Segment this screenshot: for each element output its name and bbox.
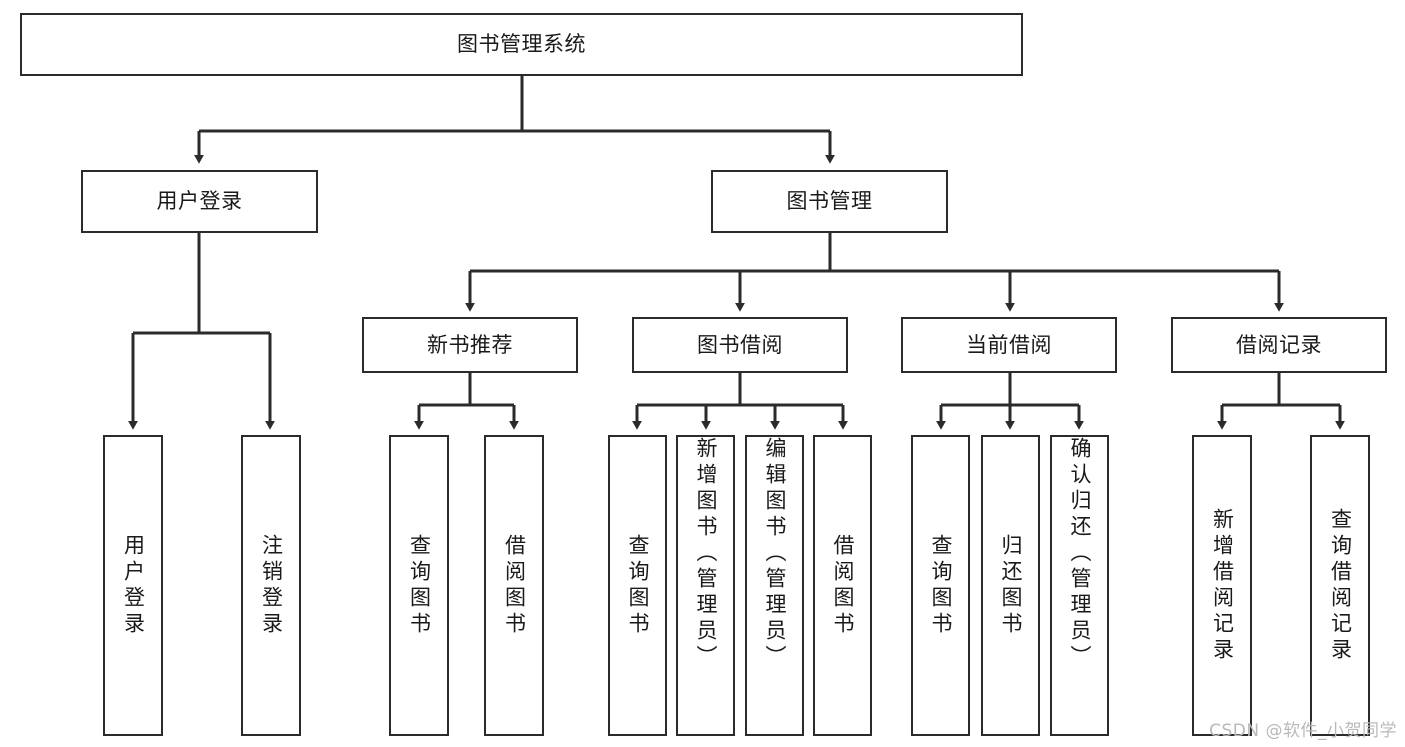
node-root-book-management-system[interactable]: 图书管理系统 (20, 13, 1023, 76)
leaf-label: 借阅图书 (831, 533, 855, 638)
node-user-login[interactable]: 用户登录 (81, 170, 318, 233)
leaf-label: 查询图书 (626, 533, 650, 638)
leaf-current-borrow-return-book[interactable]: 归还图书 (981, 435, 1040, 736)
node-book-management[interactable]: 图书管理 (711, 170, 948, 233)
leaf-label: 归还图书 (999, 533, 1023, 638)
leaf-borrow-record-query-record[interactable]: 查询借阅记录 (1310, 435, 1370, 736)
leaf-label: 查询借阅记录 (1328, 507, 1353, 664)
node-current-borrow[interactable]: 当前借阅 (901, 317, 1117, 373)
leaf-label: 新增图书（管理员） (694, 437, 718, 671)
leaf-label: 确认归还（管理员） (1068, 437, 1092, 671)
node-book-borrow[interactable]: 图书借阅 (632, 317, 848, 373)
leaf-current-borrow-confirm-return-admin[interactable]: 确认归还（管理员） (1050, 435, 1109, 736)
leaf-new-book-rec-borrow-book[interactable]: 借阅图书 (484, 435, 544, 736)
leaf-user-login-login[interactable]: 用户登录 (103, 435, 163, 736)
leaf-book-borrow-query-book[interactable]: 查询图书 (608, 435, 667, 736)
leaf-label: 新增借阅记录 (1210, 507, 1235, 664)
leaf-label: 查询图书 (407, 533, 432, 638)
leaf-borrow-record-add-record[interactable]: 新增借阅记录 (1192, 435, 1252, 736)
leaf-label: 注销登录 (259, 533, 284, 638)
leaf-current-borrow-query-book[interactable]: 查询图书 (911, 435, 970, 736)
leaf-label: 用户登录 (121, 533, 146, 638)
leaf-user-login-logout[interactable]: 注销登录 (241, 435, 301, 736)
node-new-book-recommendation[interactable]: 新书推荐 (362, 317, 578, 373)
node-current-borrow-label: 当前借阅 (966, 332, 1052, 357)
node-book-management-label: 图书管理 (786, 189, 873, 214)
node-new-book-recommendation-label: 新书推荐 (427, 332, 513, 357)
node-root-label: 图书管理系统 (457, 32, 586, 57)
node-borrow-record-label: 借阅记录 (1236, 332, 1322, 357)
node-borrow-record[interactable]: 借阅记录 (1171, 317, 1387, 373)
leaf-label: 编辑图书（管理员） (763, 437, 787, 671)
leaf-label: 借阅图书 (502, 533, 527, 638)
node-user-login-label: 用户登录 (156, 189, 243, 214)
leaf-label: 查询图书 (929, 533, 953, 638)
leaf-book-borrow-borrow-book[interactable]: 借阅图书 (813, 435, 872, 736)
leaf-book-borrow-add-book-admin[interactable]: 新增图书（管理员） (676, 435, 735, 736)
node-book-borrow-label: 图书借阅 (697, 332, 783, 357)
leaf-new-book-rec-query-book[interactable]: 查询图书 (389, 435, 449, 736)
leaf-book-borrow-edit-book-admin[interactable]: 编辑图书（管理员） (745, 435, 804, 736)
